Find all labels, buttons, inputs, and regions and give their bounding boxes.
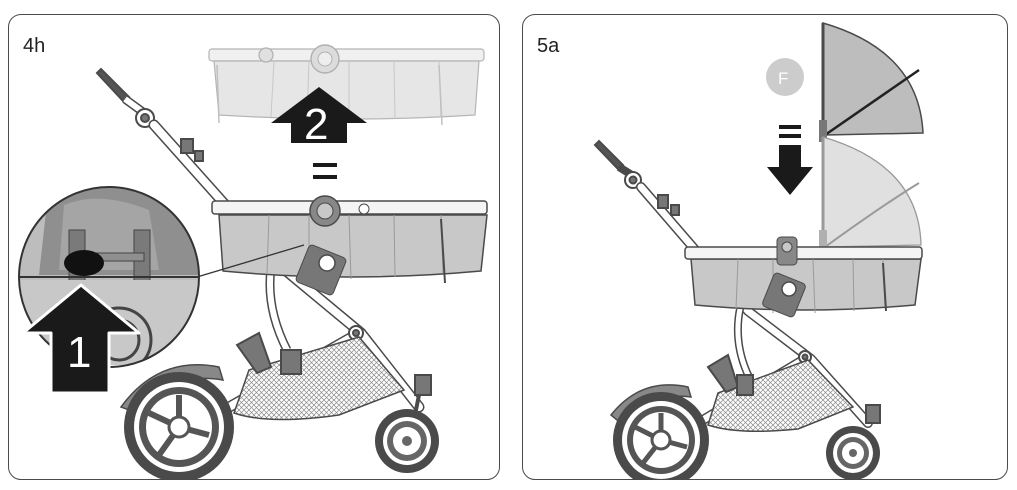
front-wheel-icon	[826, 426, 880, 479]
arrow-1-number: 1	[67, 328, 91, 377]
magnifier-detail-icon	[18, 186, 200, 368]
arrow-up-2-icon: 2	[271, 87, 367, 179]
canopy-lowering-icon	[819, 21, 924, 142]
rear-wheel-icon	[613, 392, 709, 479]
arrow-2-number: 2	[304, 100, 328, 149]
step-label-4h: 4h	[23, 35, 46, 57]
step-4h-illustration: 2	[18, 44, 488, 479]
bassinet-attached-icon	[211, 195, 488, 296]
bassinet-attached-icon	[684, 236, 923, 318]
rear-wheel-icon	[124, 372, 234, 479]
step-5a-illustration: F	[593, 21, 924, 479]
panel-step-5a: 5a F	[522, 14, 1008, 480]
badge-f-icon: F	[766, 58, 804, 96]
arrow-up-1-icon: 1	[21, 283, 141, 395]
front-wheel-icon	[375, 409, 439, 473]
badge-f-label: F	[778, 69, 788, 88]
step-label-5a: 5a	[537, 35, 560, 57]
canopy-target-ghost-icon	[819, 136, 922, 255]
panel-step-4h: 4h 2	[8, 14, 500, 480]
arrow-down-icon	[767, 125, 813, 195]
detail-leader-line	[196, 244, 305, 278]
